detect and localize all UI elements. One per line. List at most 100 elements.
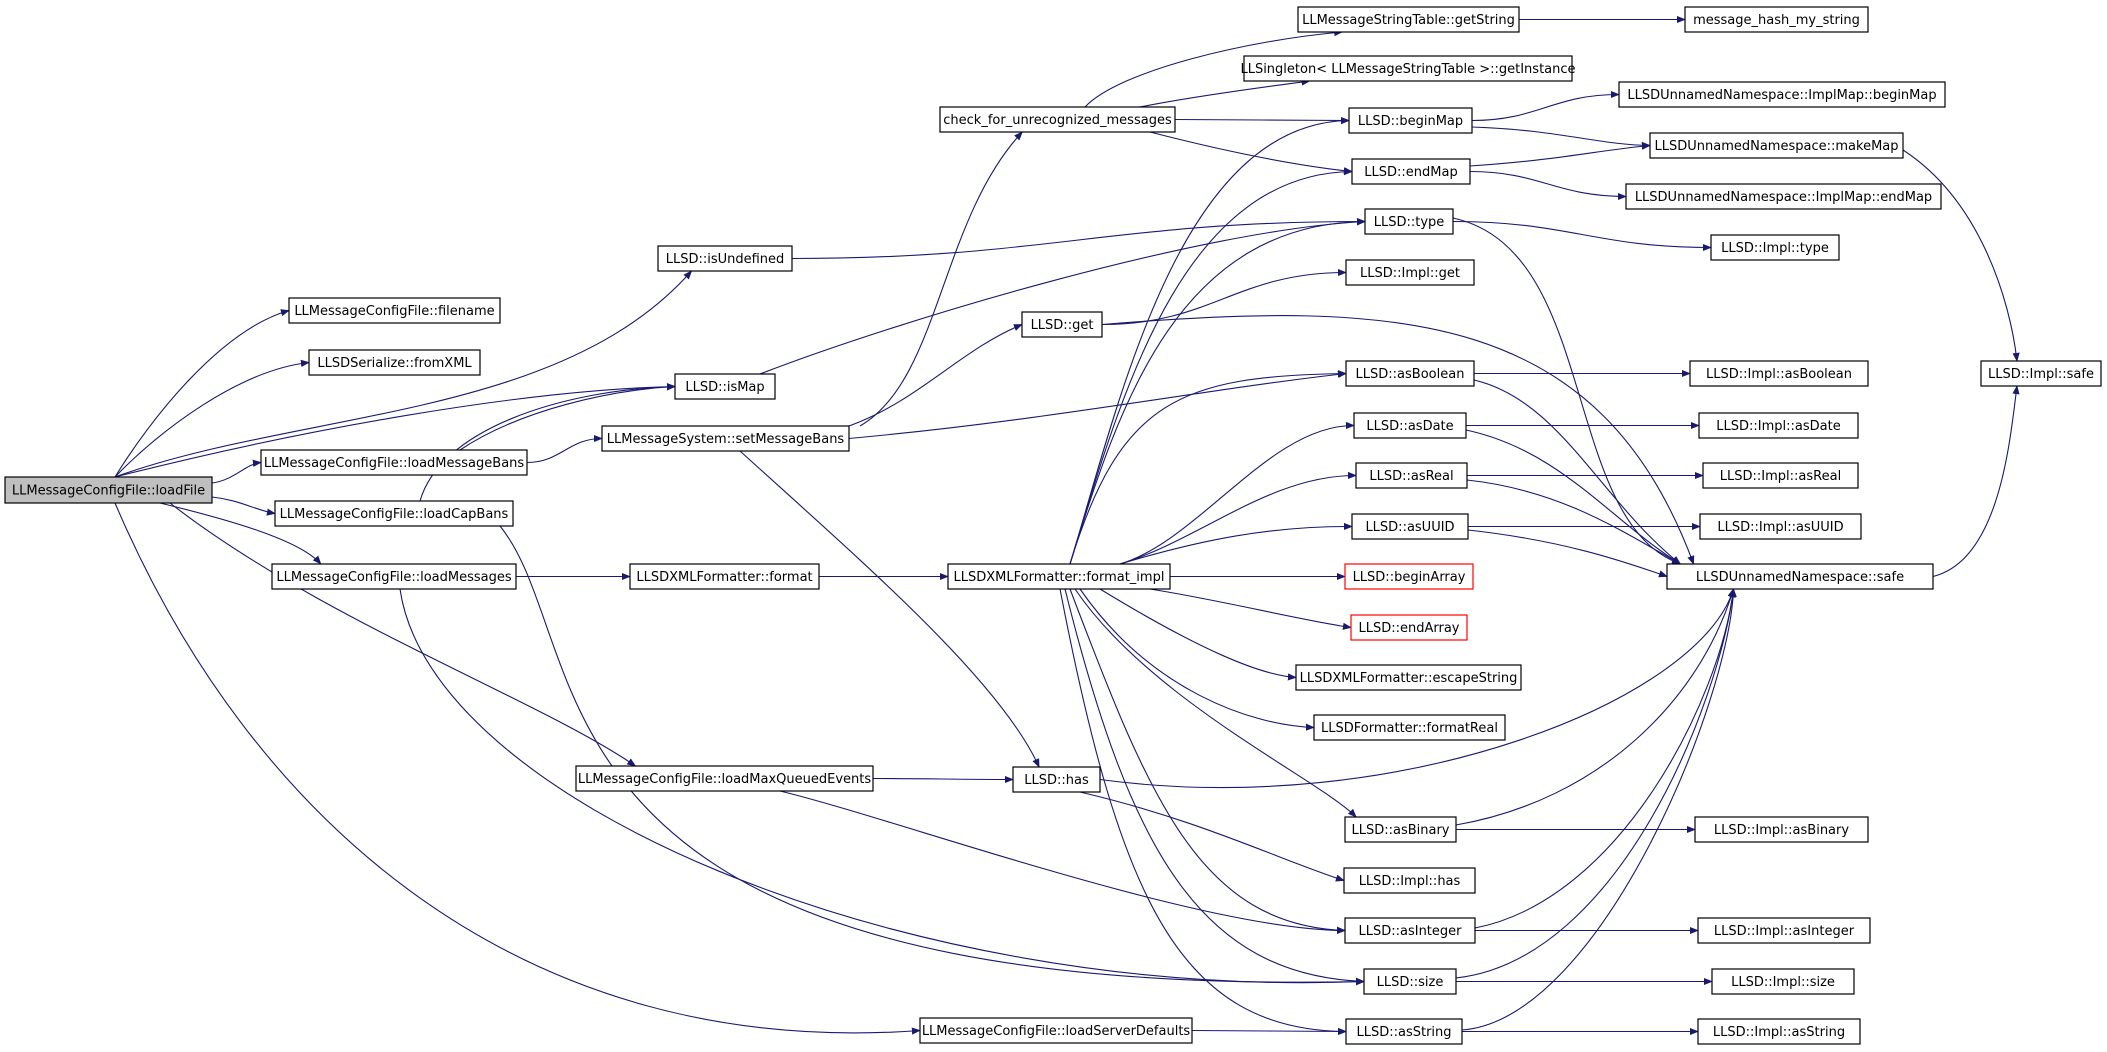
node-asDate[interactable]: LLSD::asDate [1353, 412, 1467, 439]
node-fromXML[interactable]: LLSDSerialize::fromXML [308, 349, 481, 376]
node-safe[interactable]: LLSDUnnamedNamespace::safe [1666, 563, 1934, 590]
call-edge-asUUID-to-safe [1467, 529, 1668, 578]
node-box [1694, 816, 1869, 843]
node-implHas[interactable]: LLSD::Impl::has [1343, 867, 1476, 894]
call-edge-checkUnrecognized-to-beginMap [1174, 116, 1350, 125]
node-implAsBinary[interactable]: LLSD::Impl::asBinary [1694, 816, 1869, 843]
node-asUUID[interactable]: LLSD::asUUID [1351, 513, 1469, 540]
node-label: LLMessageSystem::setMessageBans [607, 432, 845, 447]
call-edge-beginMap-to-implMapBegin [1471, 90, 1620, 122]
node-endMap[interactable]: LLSD::endMap [1351, 158, 1471, 185]
node-implAsInteger[interactable]: LLSD::Impl::asInteger [1697, 917, 1871, 944]
node-type[interactable]: LLSD::type [1364, 208, 1454, 235]
call-edge-size-to-safe [1455, 588, 1737, 979]
node-loadMessages[interactable]: LLMessageConfigFile::loadMessages [271, 563, 517, 590]
call-edge-formatImpl-to-asInteger [1069, 588, 1346, 934]
call-edge-loadMaxQueuedEvents-to-has [872, 775, 1014, 784]
call-edge-loadCapBans-to-size [499, 525, 1365, 986]
node-implAsBoolean[interactable]: LLSD::Impl::asBoolean [1689, 360, 1869, 387]
node-box [288, 297, 501, 324]
node-box [1353, 412, 1467, 439]
node-box [1345, 360, 1475, 387]
node-implMapEnd[interactable]: LLSDUnnamedNamespace::ImplMap::endMap [1625, 183, 1942, 210]
node-filename[interactable]: LLMessageConfigFile::filename [288, 297, 501, 324]
node-box [271, 563, 517, 590]
node-implMapBegin[interactable]: LLSDUnnamedNamespace::ImplMap::beginMap [1618, 81, 1946, 108]
node-label: LLSD::Impl::asString [1713, 1025, 1845, 1040]
node-loadServerDefaults[interactable]: LLMessageConfigFile::loadServerDefaults [919, 1017, 1193, 1044]
node-implSize[interactable]: LLSD::Impl::size [1711, 968, 1855, 995]
node-isUndefined[interactable]: LLSD::isUndefined [657, 245, 793, 272]
node-implGet[interactable]: LLSD::Impl::get [1345, 259, 1475, 286]
node-implAsUUID[interactable]: LLSD::Impl::asUUID [1699, 513, 1862, 540]
node-checkUnrecognized[interactable]: check_for_unrecognized_messages [939, 106, 1176, 133]
node-implType[interactable]: LLSD::Impl::type [1710, 234, 1840, 261]
call-edge-asInteger-to-safe [1474, 588, 1737, 929]
node-formatReal[interactable]: LLSDFormatter::formatReal [1313, 714, 1506, 741]
node-asInteger[interactable]: LLSD::asInteger [1344, 917, 1476, 944]
node-beginMap[interactable]: LLSD::beginMap [1348, 107, 1473, 134]
node-box [1666, 563, 1934, 590]
node-label: LLSDFormatter::formatReal [1321, 721, 1498, 736]
node-implAsDate[interactable]: LLSD::Impl::asDate [1698, 412, 1859, 439]
node-label: LLSD::Impl::type [1721, 241, 1829, 256]
node-get[interactable]: LLSD::get [1021, 311, 1103, 338]
node-box [1350, 614, 1468, 641]
node-size[interactable]: LLSD::size [1363, 968, 1457, 995]
node-isMap[interactable]: LLSD::isMap [674, 373, 776, 400]
node-loadMessageBans[interactable]: LLMessageConfigFile::loadMessageBans [260, 449, 528, 476]
call-edge-type-to-safe [1452, 217, 1682, 565]
node-label: LLSD::beginMap [1358, 114, 1463, 129]
node-endArray[interactable]: LLSD::endArray [1350, 614, 1468, 641]
node-setMessageBans[interactable]: LLMessageSystem::setMessageBans [601, 425, 850, 452]
node-implAsReal[interactable]: LLSD::Impl::asReal [1702, 462, 1859, 489]
node-box [1702, 462, 1859, 489]
node-asString[interactable]: LLSD::asString [1345, 1018, 1463, 1045]
node-has[interactable]: LLSD::has [1012, 766, 1101, 793]
node-label: LLSD::size [1377, 975, 1444, 990]
function-nodes: LLMessageConfigFile::loadFileLLMessageCo… [4, 6, 2102, 1045]
node-loadFile[interactable]: LLMessageConfigFile::loadFile [4, 476, 213, 504]
node-label: LLSD::Impl::asBoolean [1706, 367, 1852, 382]
node-label: LLMessageConfigFile::loadMessageBans [264, 456, 525, 471]
node-asReal[interactable]: LLSD::asReal [1355, 462, 1468, 489]
call-edge-formatImpl-to-asBoolean [1069, 370, 1347, 565]
call-edge-loadMaxQueuedEvents-to-asInteger [779, 790, 1346, 935]
node-hashString[interactable]: message_hash_my_string [1684, 6, 1869, 33]
node-beginArray[interactable]: LLSD::beginArray [1344, 563, 1474, 590]
node-label: LLMessageConfigFile::loadServerDefaults [922, 1024, 1191, 1039]
node-box [1012, 766, 1101, 793]
node-getString[interactable]: LLMessageStringTable::getString [1297, 6, 1520, 33]
node-box [1625, 183, 1942, 210]
node-getInstance[interactable]: LLSingleton< LLMessageStringTable >::get… [1240, 55, 1576, 82]
node-formatImpl[interactable]: LLSDXMLFormatter::format_impl [947, 563, 1171, 590]
node-loadMaxQueuedEvents[interactable]: LLMessageConfigFile::loadMaxQueuedEvents [575, 765, 874, 792]
node-label: LLSD::Impl::asReal [1720, 469, 1841, 484]
node-label: LLSDXMLFormatter::format_impl [954, 570, 1165, 585]
node-label: LLSDXMLFormatter::escapeString [1300, 671, 1518, 686]
node-asBoolean[interactable]: LLSD::asBoolean [1345, 360, 1475, 387]
node-box [575, 765, 874, 792]
node-implSafe[interactable]: LLSD::Impl::safe [1980, 360, 2102, 387]
node-loadCapBans[interactable]: LLMessageConfigFile::loadCapBans [274, 500, 514, 527]
call-edge-type-to-implType [1452, 220, 1712, 252]
call-edge-get-to-implGet [1101, 268, 1347, 326]
call-edge-asDate-to-safe [1465, 429, 1682, 565]
node-box [1351, 513, 1469, 540]
call-edge-get-to-safe [1101, 315, 1695, 565]
call-edge-setMessageBans-to-asBoolean [848, 370, 1347, 440]
call-edge-formatImpl-to-beginMap [1069, 117, 1350, 565]
node-box [1363, 968, 1457, 995]
node-asBinary[interactable]: LLSD::asBinary [1344, 816, 1457, 843]
node-label: LLSD::Impl::asInteger [1714, 924, 1855, 939]
node-implAsString[interactable]: LLSD::Impl::asString [1697, 1018, 1861, 1045]
node-escapeString[interactable]: LLSDXMLFormatter::escapeString [1295, 664, 1522, 691]
call-edge-loadFile-to-fromXML [114, 359, 310, 478]
node-label: LLSDUnnamedNamespace::ImplMap::endMap [1635, 190, 1932, 205]
node-label: LLMessageConfigFile::filename [294, 304, 494, 319]
node-box [1343, 867, 1476, 894]
node-makeMap[interactable]: LLSDUnnamedNamespace::makeMap [1649, 132, 1904, 159]
call-edge-formatImpl-to-escapeString [1099, 588, 1297, 681]
node-xmlFormat[interactable]: LLSDXMLFormatter::format [629, 563, 820, 590]
node-label: LLSD::endMap [1364, 165, 1457, 180]
